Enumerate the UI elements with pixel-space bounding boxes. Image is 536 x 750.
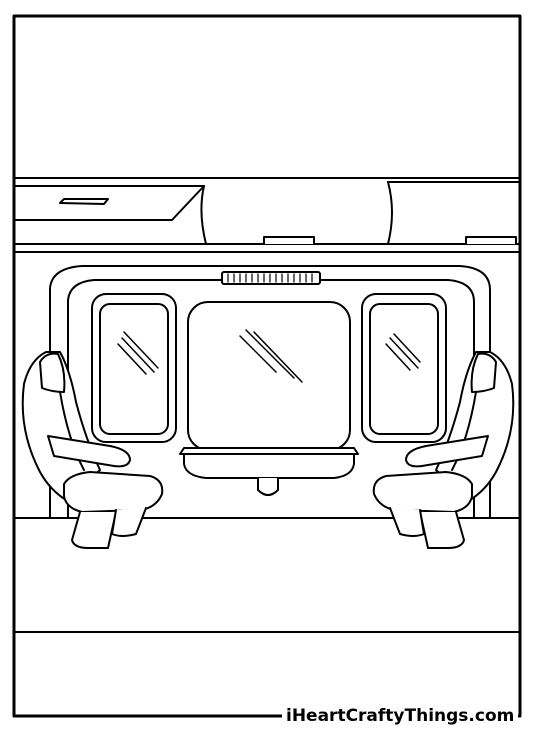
right-seat-front [419, 511, 465, 549]
right-window-glare [385, 333, 421, 371]
left-seat-cushion [63, 471, 164, 513]
left-window-glare [117, 331, 159, 375]
window-panel-outer [49, 265, 491, 519]
center-window-frame [187, 301, 351, 451]
reading-light-2 [465, 236, 517, 245]
overhead-bin [200, 181, 393, 245]
left-seat-armrest [47, 435, 131, 468]
right-window-glass [369, 303, 439, 435]
right-seat-headrest [470, 352, 497, 393]
table-base [183, 453, 355, 479]
center-window-glare [239, 329, 303, 383]
left-seat-front [71, 511, 117, 549]
left-seat-stripe [59, 391, 85, 471]
right-seat [372, 351, 515, 549]
overhead-luggage-rack [13, 185, 205, 221]
right-seat-leg [389, 507, 425, 537]
table-knob [257, 477, 279, 496]
left-seat-headrest [39, 352, 66, 393]
rack-handle [59, 198, 109, 205]
right-seat-cushion [372, 471, 473, 513]
reading-light-1 [263, 236, 315, 245]
right-seat-armrest [405, 435, 489, 468]
left-window-glass [99, 303, 169, 435]
site-credit: iHeartCraftyThings.com [282, 703, 519, 729]
page-frame [12, 14, 522, 718]
table-top [179, 447, 359, 455]
left-seat-leg [111, 507, 147, 537]
air-vent [221, 271, 321, 285]
right-seat-stripe [451, 391, 477, 471]
left-seat [21, 351, 164, 549]
vent-slats [227, 273, 313, 283]
